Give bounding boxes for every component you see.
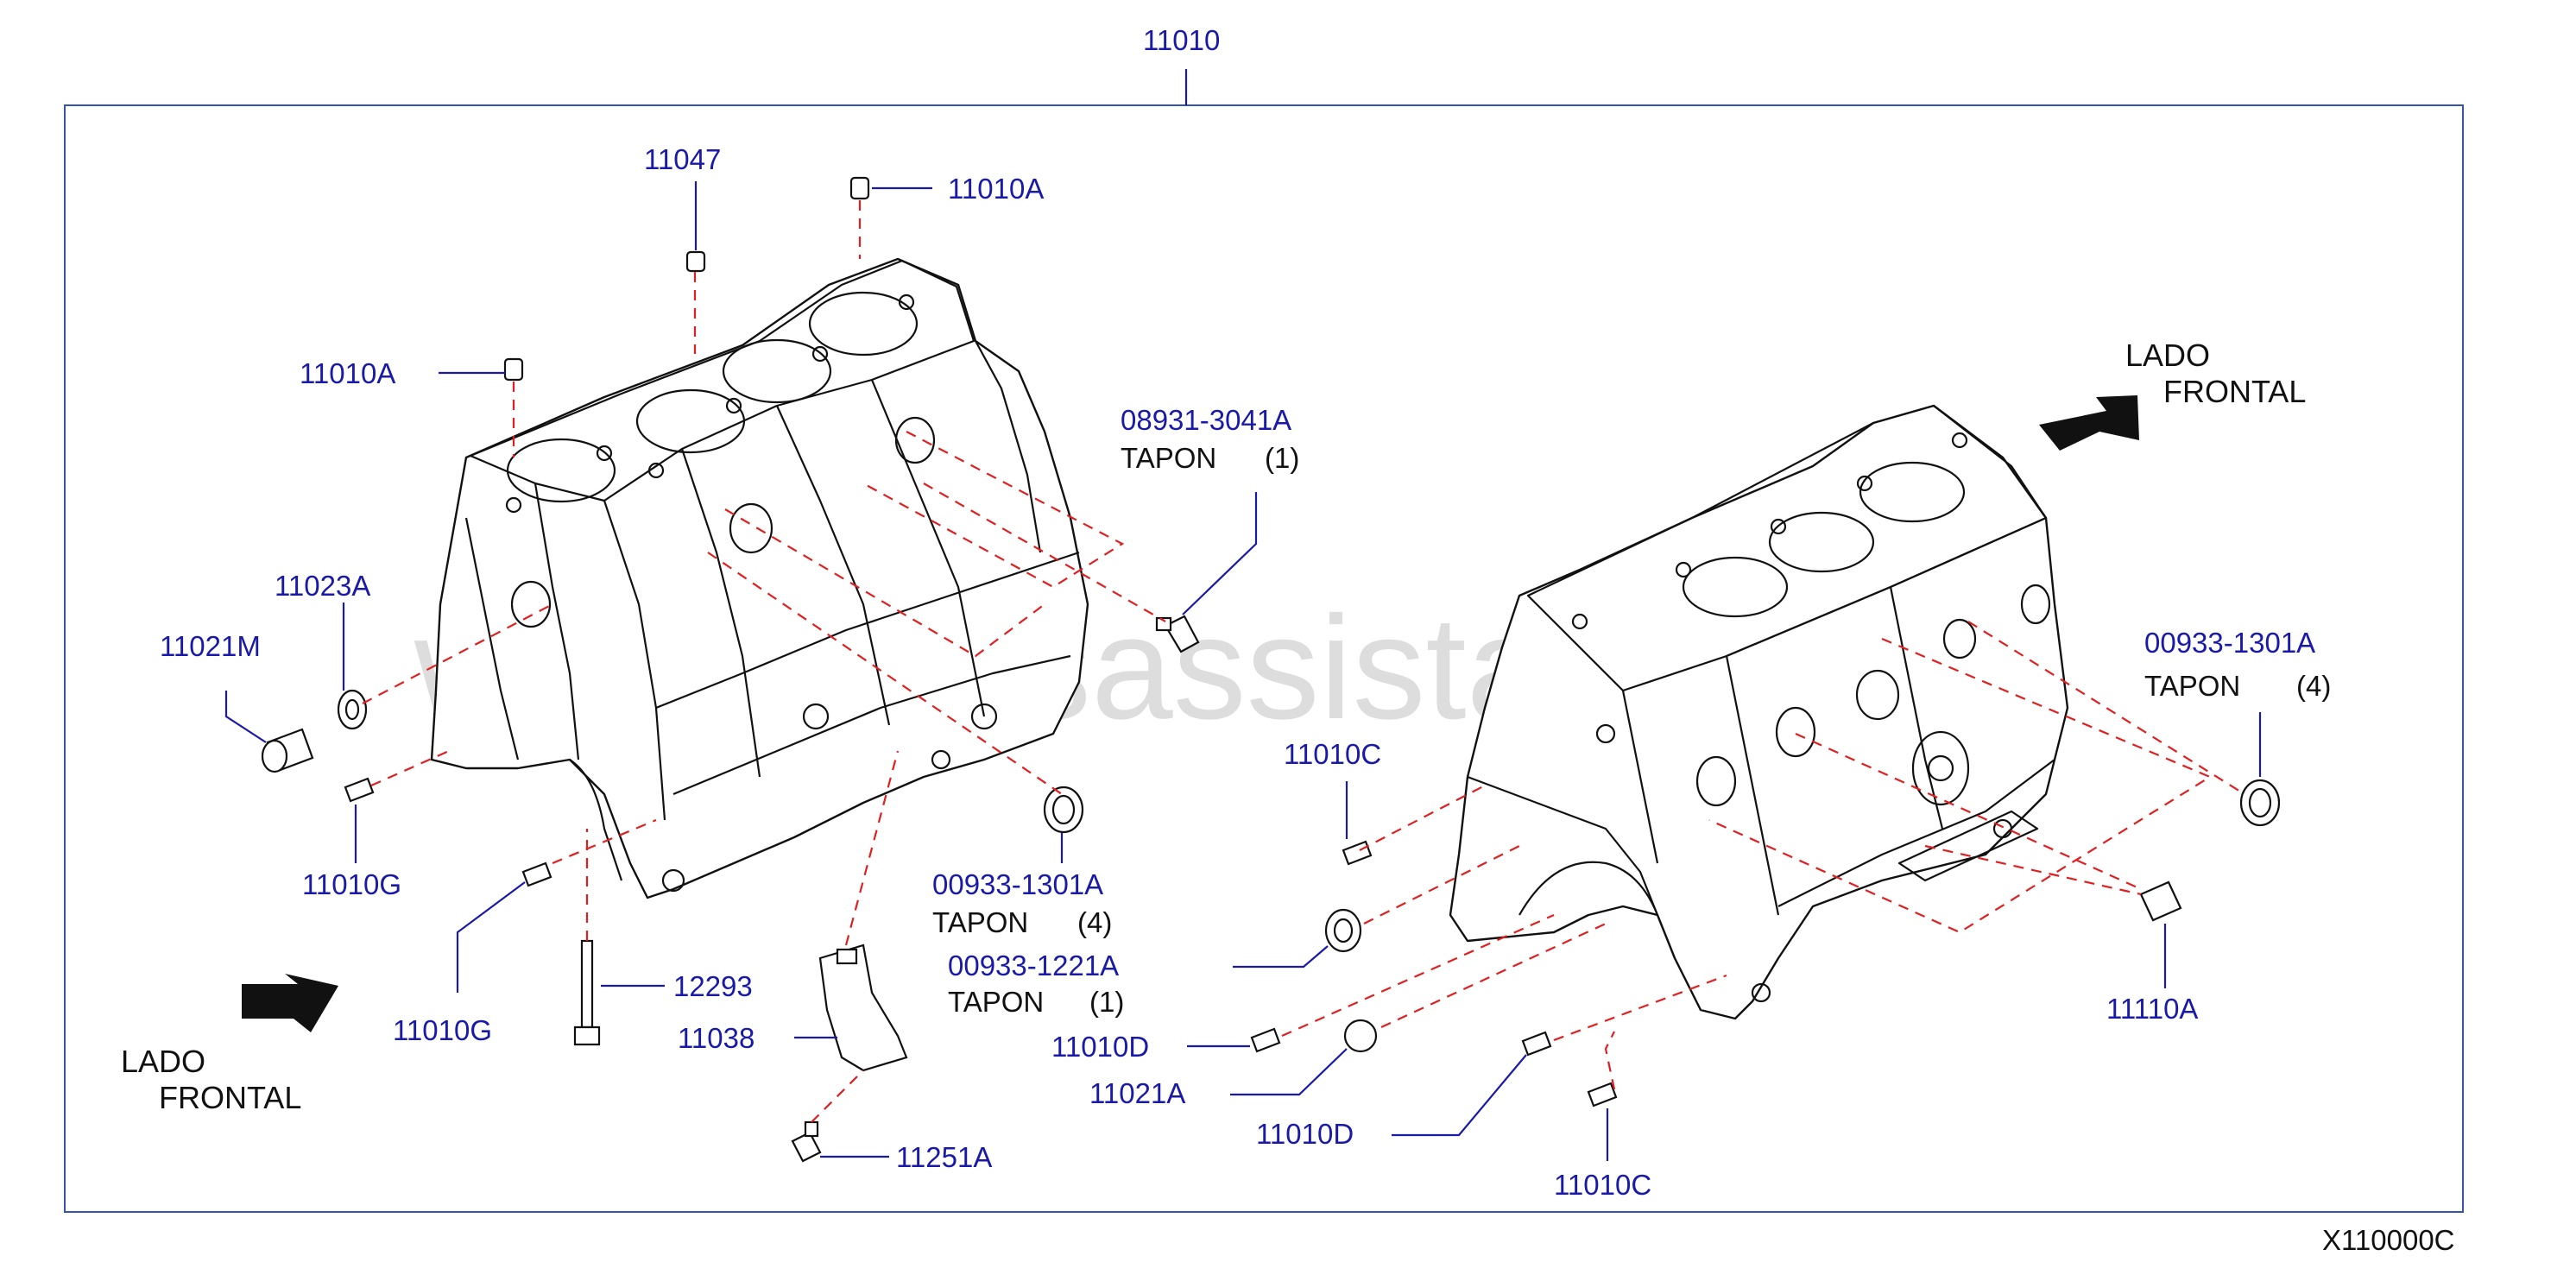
callout-11251A[interactable]: 11251A xyxy=(896,1141,992,1173)
right-leader-lines xyxy=(1187,712,2262,1161)
engine-block-right xyxy=(1449,404,2069,1020)
front-label-right-line1: LADO xyxy=(2125,338,2210,373)
callout-08931-3041A[interactable]: 08931-3041A xyxy=(1121,404,1291,436)
callout-12293[interactable]: 12293 xyxy=(673,970,753,1002)
front-arrow-right-icon xyxy=(2039,395,2139,451)
front-label-left-line2: FRONTAL xyxy=(159,1080,301,1115)
callout-11010A-top[interactable]: 11010A xyxy=(948,173,1044,205)
note-tapon-08931: TAPON xyxy=(1121,442,1216,474)
note-qty-08931: (1) xyxy=(1265,442,1299,474)
part-11010C-lower-icon[interactable] xyxy=(1587,1082,1618,1107)
part-11023A-washer-icon[interactable] xyxy=(337,689,368,730)
callout-00933-1221A[interactable]: 00933-1221A xyxy=(948,950,1119,981)
part-11010D-upper-icon[interactable] xyxy=(1250,1027,1281,1053)
part-11010G-upper-icon[interactable] xyxy=(344,777,375,803)
diagram-frame xyxy=(64,104,2464,1213)
note-tapon-1301-left: TAPON xyxy=(932,906,1028,938)
callout-11023A[interactable]: 11023A xyxy=(275,570,370,602)
part-00933-1301A-right-plug-icon[interactable] xyxy=(2239,779,2281,827)
callout-11010D-upper[interactable]: 11010D xyxy=(1051,1031,1149,1063)
callout-11038[interactable]: 11038 xyxy=(678,1022,754,1054)
callout-11021A[interactable]: 11021A xyxy=(1089,1077,1185,1109)
note-qty-1301-left: (4) xyxy=(1077,906,1112,938)
front-arrow-left-icon xyxy=(242,974,338,1032)
front-label-left-line1: LADO xyxy=(121,1044,205,1079)
part-00933-1301A-left-plug-icon[interactable] xyxy=(1043,786,1084,834)
part-11251A-bolt-icon[interactable] xyxy=(791,1120,822,1163)
engine-block-left xyxy=(430,257,1089,899)
part-11010A-top-icon[interactable] xyxy=(849,176,870,200)
part-00933-1221A-plug-icon[interactable] xyxy=(1324,908,1362,953)
part-11047-icon[interactable] xyxy=(685,250,706,273)
assembly-number[interactable]: 11010 xyxy=(1143,24,1220,56)
callout-00933-1301A-right[interactable]: 00933-1301A xyxy=(2144,627,2315,659)
callout-11010A-left[interactable]: 11010A xyxy=(300,357,395,389)
left-assembly-lines xyxy=(362,200,1166,1123)
callout-11021M[interactable]: 11021M xyxy=(160,630,261,662)
part-11021M-plug-icon[interactable] xyxy=(261,728,314,773)
callout-11010C-upper[interactable]: 11010C xyxy=(1284,738,1381,770)
callout-11010G-lower[interactable]: 11010G xyxy=(393,1014,492,1046)
callout-11047[interactable]: 11047 xyxy=(644,143,721,175)
left-leader-lines xyxy=(224,181,1258,1158)
part-11038-bracket-icon[interactable] xyxy=(818,943,908,1072)
part-11110A-plug-icon[interactable] xyxy=(2139,880,2182,922)
part-08931-3041A-plug-icon[interactable] xyxy=(1155,615,1200,653)
part-11010D-lower-icon[interactable] xyxy=(1521,1031,1552,1057)
part-11010A-left-icon[interactable] xyxy=(503,357,524,382)
part-11010G-lower-icon[interactable] xyxy=(521,861,552,887)
callout-11010C-lower[interactable]: 11010C xyxy=(1554,1169,1651,1201)
right-assembly-lines xyxy=(1281,621,2245,1090)
callout-11010G-upper[interactable]: 11010G xyxy=(302,868,401,900)
figure-code: X110000C xyxy=(2322,1224,2455,1256)
part-11010C-upper-icon[interactable] xyxy=(1342,840,1373,866)
note-qty-1221: (1) xyxy=(1089,986,1124,1018)
callout-11010D-lower[interactable]: 11010D xyxy=(1256,1118,1354,1150)
note-qty-1301-right: (4) xyxy=(2296,670,2331,702)
callout-11110A[interactable]: 11110A xyxy=(2106,993,2198,1025)
note-tapon-1221: TAPON xyxy=(948,986,1044,1018)
note-tapon-1301-right: TAPON xyxy=(2144,670,2240,702)
front-label-right-line2: FRONTAL xyxy=(2163,374,2306,409)
part-12293-bolt-icon[interactable] xyxy=(573,939,601,1046)
part-11021A-plug-icon[interactable] xyxy=(1343,1019,1378,1053)
callout-00933-1301A-left[interactable]: 00933-1301A xyxy=(932,868,1103,900)
